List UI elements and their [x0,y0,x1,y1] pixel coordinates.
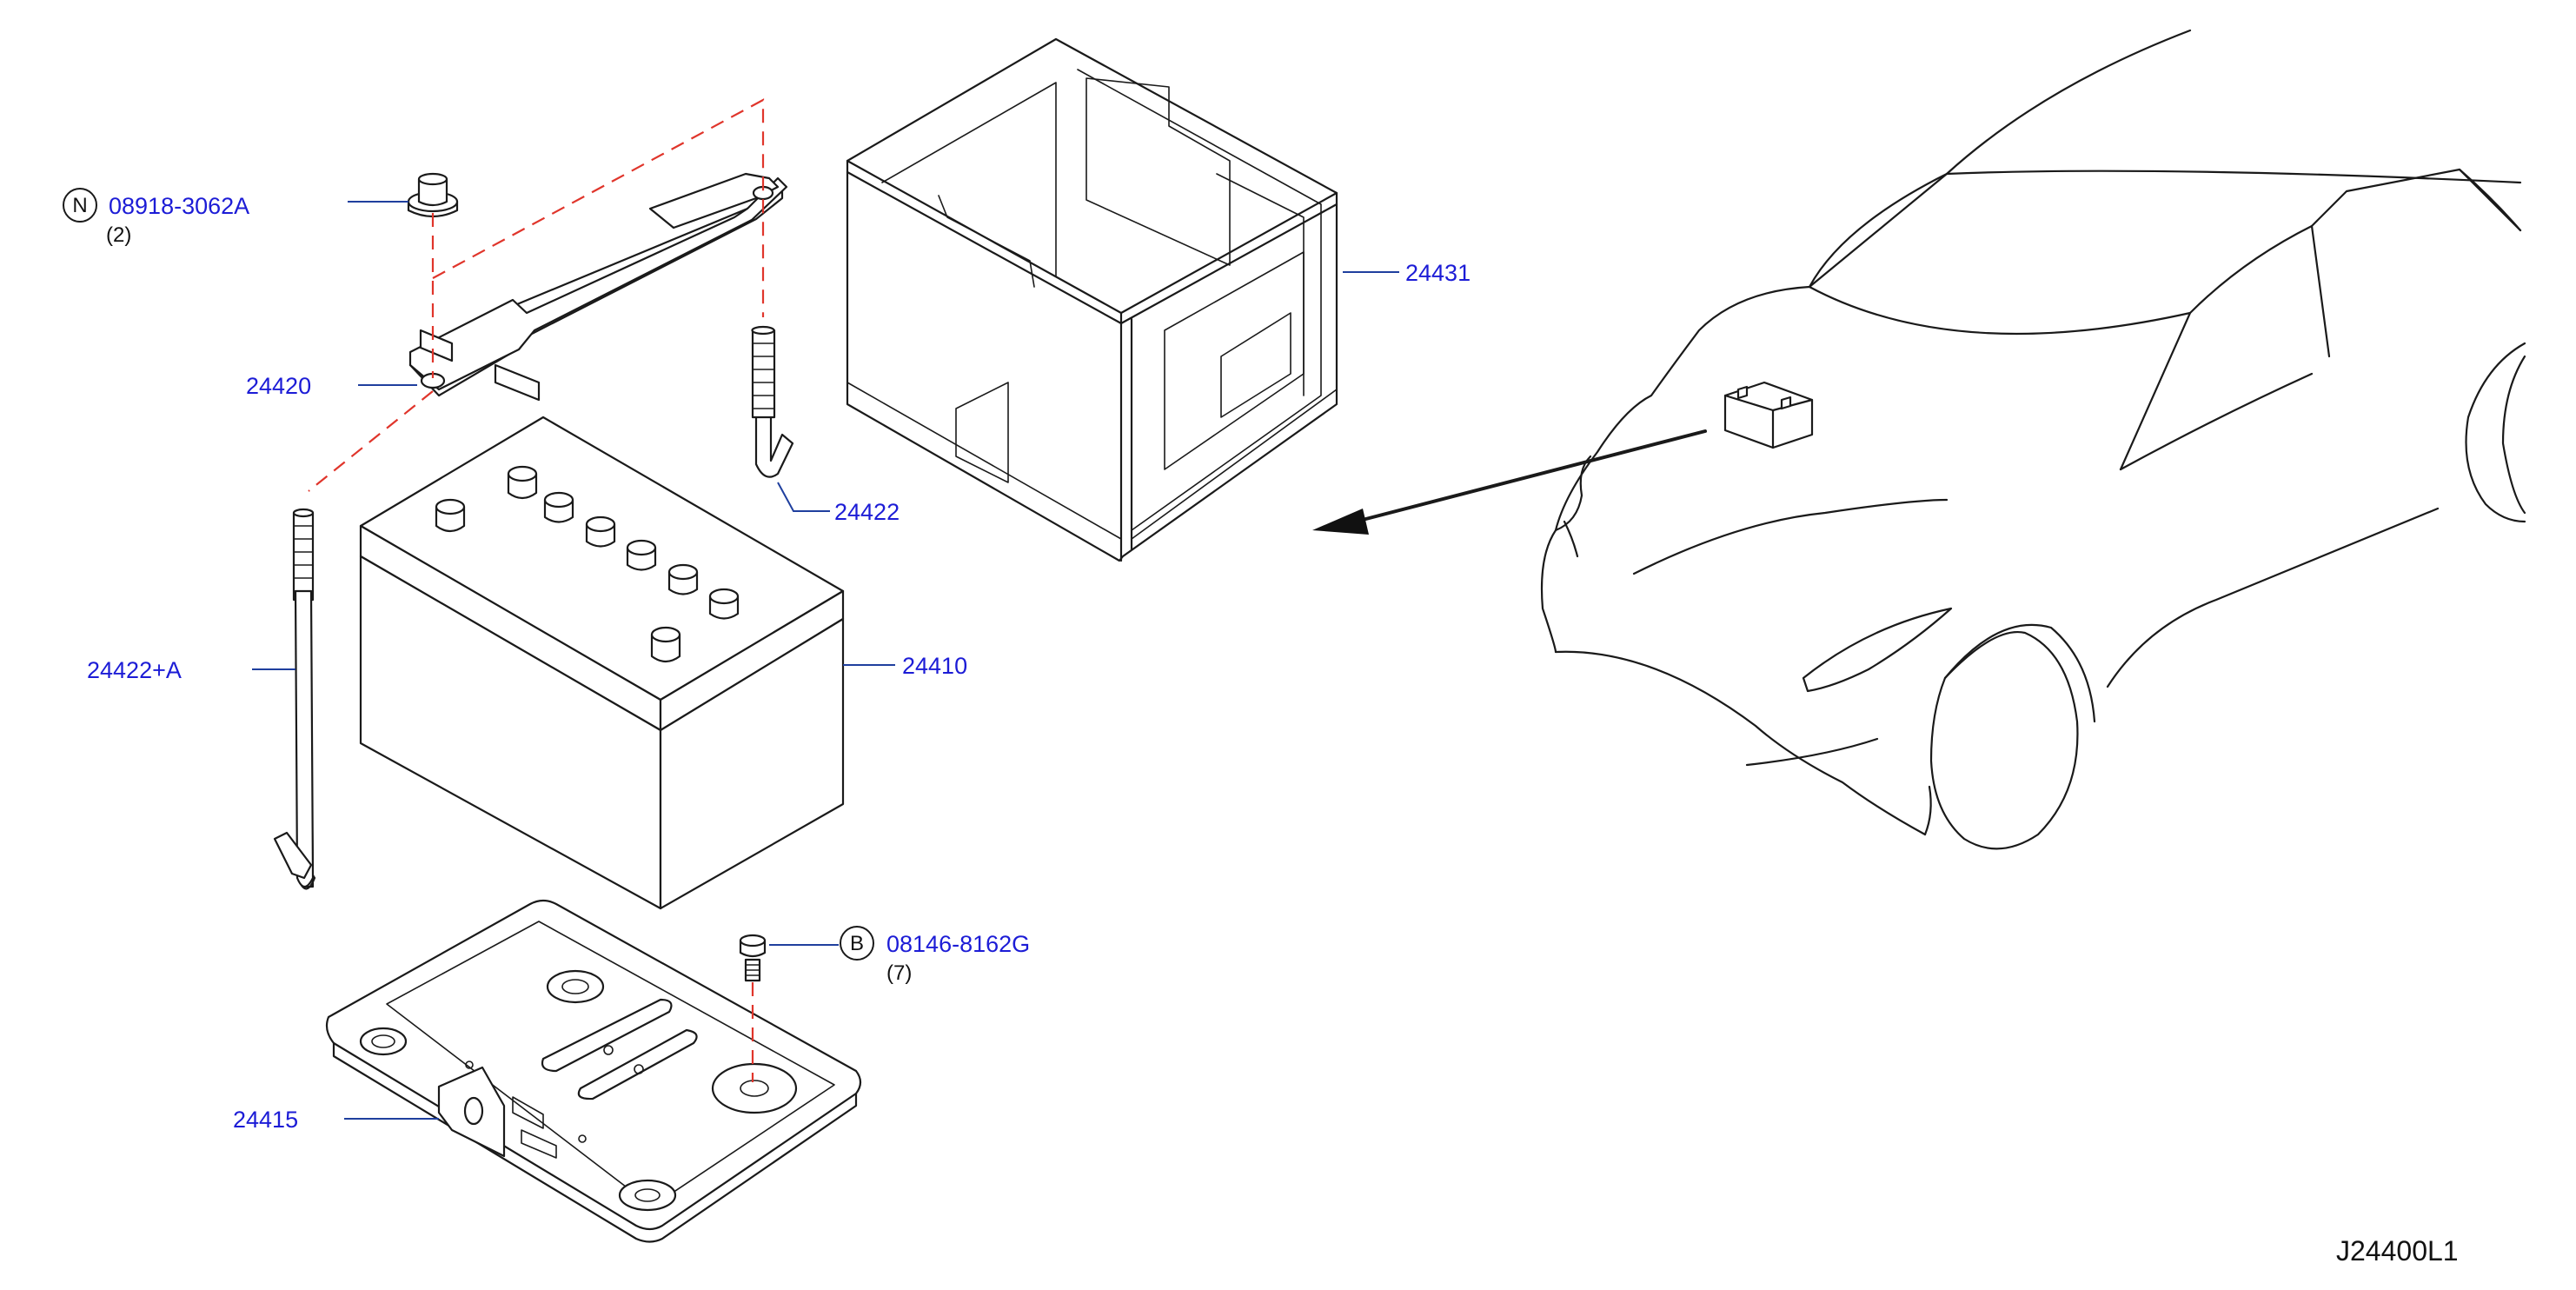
vehicle-outline-drawing [1540,29,2526,850]
bolt-drawing [739,934,767,982]
assembly-guide-lines [308,98,765,1082]
nut-drawing [407,172,459,218]
rod-right-part-number: 24422 [834,499,900,525]
callout-bolt: B 08146-8162G (7) [840,926,1030,985]
rod-right-drawing [751,325,794,478]
tray-part-number: 24415 [233,1107,298,1133]
frame-part-number: 24420 [246,373,311,399]
nut-part-number: 08918-3062A [109,193,249,219]
nut-quantity: (2) [106,223,131,247]
leader-lines [252,201,1399,1120]
battery-drawing [359,416,845,910]
tray-drawing [325,899,862,1243]
nut-prefix: N [72,194,87,217]
callout-nut: N 08918-3062A (2) [63,188,249,247]
diagram-code: J24400L1 [2336,1235,2459,1267]
location-arrow [1312,429,1707,535]
battery-cover-drawing [846,37,1338,562]
frame-drawing [408,172,788,402]
bolt-quantity: (7) [886,961,912,985]
bolt-part-number: 08146-8162G [886,931,1030,957]
rod-left-drawing [273,508,316,890]
battery-part-number: 24410 [902,653,967,679]
battery-cover-part-number: 24431 [1405,260,1471,286]
rod-left-part-number: 24422+A [87,657,182,683]
bolt-prefix: B [850,932,864,955]
